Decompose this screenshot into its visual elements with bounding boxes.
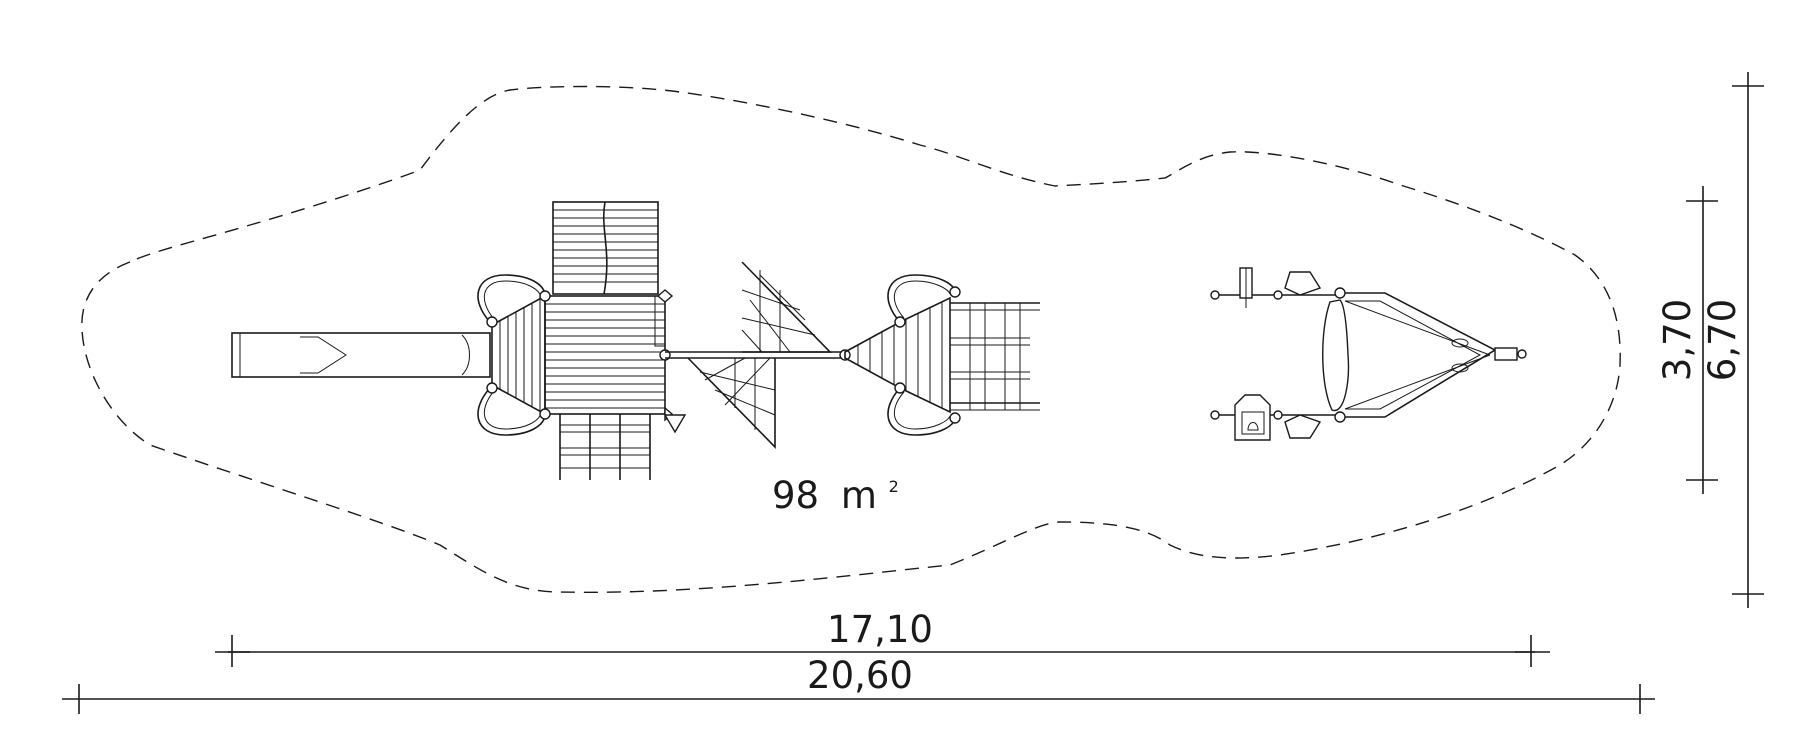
round-panel [477, 387, 546, 436]
net-bridge [665, 261, 851, 449]
dimension-outer-width: 20,60 [62, 654, 1655, 714]
hood-slats [499, 299, 541, 411]
round-panel [887, 274, 956, 323]
ladder-right [950, 302, 1040, 411]
slatted-ramp-top [552, 201, 659, 295]
round-panel [477, 274, 546, 323]
dimension-inner-depth: 3,70 [1656, 186, 1718, 494]
dimension-outer-width-label: 20,60 [807, 654, 913, 697]
corner-marker [663, 414, 687, 434]
safety-zone-outline [81, 85, 1621, 593]
tower-structure-right [844, 274, 1040, 436]
main-platform [544, 289, 674, 422]
area-unit: m [841, 474, 877, 517]
area-label: 98 m 2 [772, 474, 899, 517]
dimension-inner-depth-label: 3,70 [1656, 299, 1699, 381]
tower-structure-left [231, 201, 687, 480]
dimension-inner-width-label: 17,10 [827, 608, 933, 651]
area-value: 98 [772, 474, 819, 517]
ladder-bottom [559, 414, 651, 480]
boat-play-unit [1210, 267, 1527, 441]
dimension-outer-depth: 6,70 [1701, 72, 1764, 608]
dimension-inner-width: 17,10 [215, 608, 1550, 667]
round-panel [887, 387, 956, 436]
slide [231, 332, 491, 378]
area-exponent: 2 [889, 477, 899, 496]
dimension-outer-depth-label: 6,70 [1701, 299, 1744, 381]
